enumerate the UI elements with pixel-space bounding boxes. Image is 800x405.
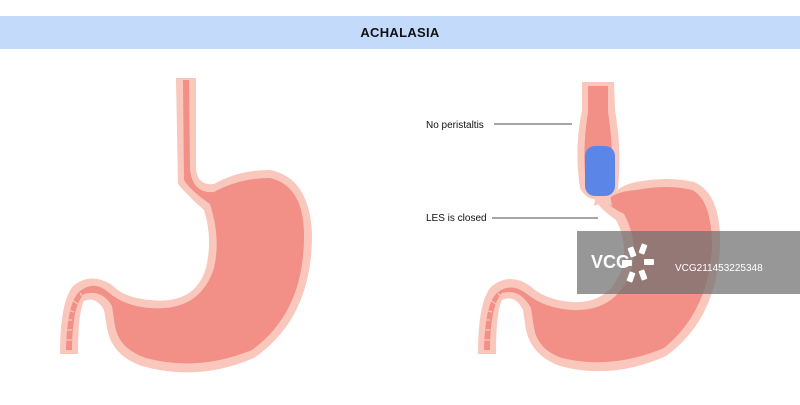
normal-stomach-body bbox=[66, 80, 304, 364]
food-bolus bbox=[585, 146, 615, 196]
label-no-peristalsis: No peristaltis bbox=[426, 120, 572, 131]
watermark-logo-text: VCG bbox=[591, 252, 630, 272]
title-banner: ACHALASIA bbox=[0, 16, 800, 49]
achalasia-stomach-body bbox=[484, 187, 712, 363]
page-title: ACHALASIA bbox=[360, 25, 440, 40]
normal-stomach bbox=[60, 78, 312, 373]
label-no-peristalsis-text: No peristaltis bbox=[426, 120, 484, 131]
closed-les-sphincter bbox=[594, 194, 612, 206]
watermark-band bbox=[577, 231, 800, 294]
achalasia-duodenum-folds bbox=[484, 292, 503, 341]
watermark-logo-icon bbox=[622, 243, 654, 283]
achalasia-stomach bbox=[478, 82, 721, 372]
watermark-id: VCG211453225348 bbox=[675, 263, 763, 274]
label-les-closed: LES is closed bbox=[426, 213, 598, 224]
normal-duodenum-folds bbox=[66, 292, 85, 341]
label-les-closed-text: LES is closed bbox=[426, 213, 487, 224]
watermark: VCG VCG211453225348 bbox=[577, 231, 800, 294]
